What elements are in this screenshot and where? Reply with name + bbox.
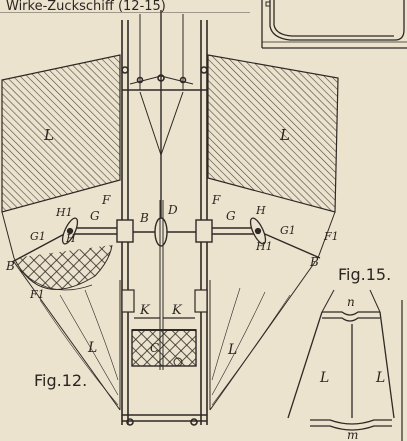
label-H1-right: H1: [255, 240, 273, 253]
left-lower-sail: [1, 211, 121, 411]
label-n: n: [347, 295, 355, 309]
label-D: D: [167, 203, 178, 217]
label-K-left: K: [139, 303, 151, 318]
label-G-right: G: [226, 209, 236, 223]
label-L-left-lower: L: [87, 340, 97, 356]
label-H-left: H: [65, 232, 76, 245]
fig15-caption: Fig.15.: [338, 265, 391, 284]
right-lower-sail: [209, 211, 336, 411]
left-sail-panel: [1, 54, 121, 213]
label-G1-left: G1: [30, 230, 46, 243]
label-L-right-upper: L: [279, 126, 290, 144]
label-L-left-upper: L: [43, 126, 54, 144]
right-disc: [249, 217, 267, 245]
label-B-left: B: [5, 259, 15, 273]
label-F-right: F: [211, 193, 221, 207]
label-G1-right: G1: [280, 224, 296, 237]
left-disc: [61, 217, 79, 245]
label-C: C: [150, 341, 159, 355]
label-L-fig15-left: L: [319, 370, 329, 386]
label-F1-left: F1: [29, 288, 45, 301]
label-B-right: B: [309, 255, 319, 269]
left-net-pocket: [13, 244, 113, 291]
inset-fragment: [261, 0, 407, 49]
label-B-center: B: [139, 211, 149, 225]
fig15-drawing: [287, 289, 395, 431]
label-H1-left: H1: [55, 206, 73, 219]
net-basket: [131, 329, 197, 367]
label-K-right: K: [171, 303, 183, 318]
boom-assembly: [11, 217, 321, 263]
central-frame: [121, 10, 208, 426]
fig12-caption: Fig.12.: [34, 371, 87, 390]
label-m: m: [347, 428, 358, 441]
label-F1-right: F1: [323, 230, 339, 243]
right-sail-panel: [207, 54, 339, 213]
header-caption: Wirke-Zuckschiff (12-15): [6, 0, 166, 14]
label-H-right: H: [255, 204, 266, 217]
label-G-left: G: [90, 209, 100, 223]
label-F-left: F: [101, 193, 111, 207]
header-underline: [0, 12, 250, 13]
labels: L L L L L L B B B G G G1 G1 H H1 H H1 F …: [5, 126, 385, 441]
label-L-right-lower: L: [227, 342, 237, 358]
label-L-fig15-right: L: [375, 370, 385, 386]
k-brackets: [121, 289, 208, 319]
